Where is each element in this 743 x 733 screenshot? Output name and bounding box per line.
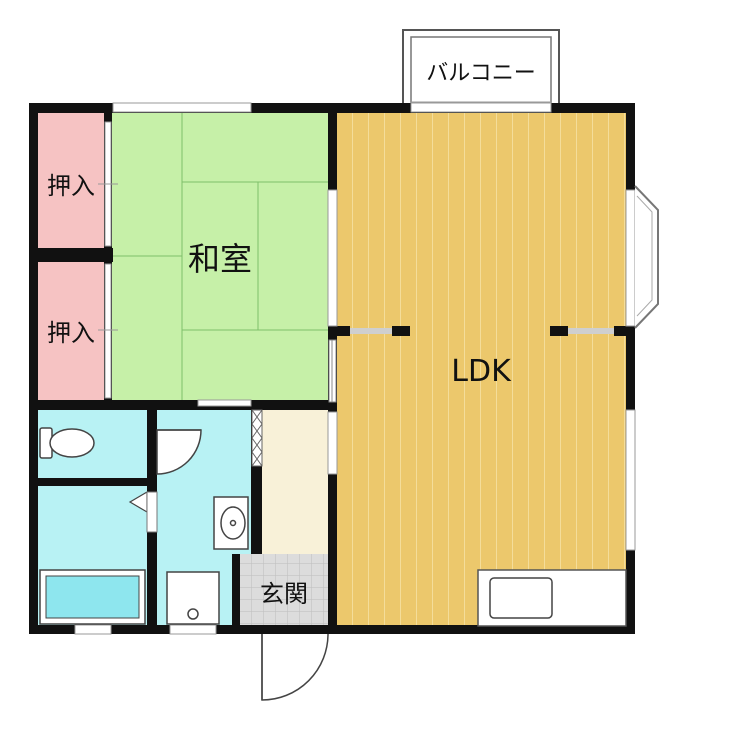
closet-top-floor (37, 112, 105, 248)
bathtub (39, 569, 146, 625)
ldk-floor (336, 112, 626, 626)
washitsu-label: 和室 (188, 240, 252, 278)
hall-fold-door (251, 409, 263, 467)
balcony (402, 29, 560, 107)
toilet-fixture (39, 427, 95, 459)
genkan-floor (240, 554, 328, 626)
ldk-partitions (350, 328, 614, 334)
genkan-label: 玄関 (260, 580, 308, 608)
ldk-label: LDK (451, 354, 512, 389)
washer-space (166, 571, 220, 625)
bay-window (634, 185, 659, 329)
kitchen-counter (477, 569, 627, 627)
entrance-door (261, 633, 329, 701)
bath-door-leaf (146, 491, 158, 533)
closet-top-label: 押入 (47, 172, 95, 200)
washroom-door (156, 429, 202, 475)
closet-doors (98, 121, 118, 399)
hall-floor (262, 410, 328, 554)
windows (74, 102, 636, 635)
washitsu-door (328, 339, 337, 403)
balcony-label: バルコニー (426, 61, 536, 86)
closet-bottom-label: 押入 (47, 319, 95, 347)
closet-bottom-floor (37, 262, 105, 400)
wash-basin (213, 496, 249, 550)
tatami-lines (112, 112, 328, 400)
